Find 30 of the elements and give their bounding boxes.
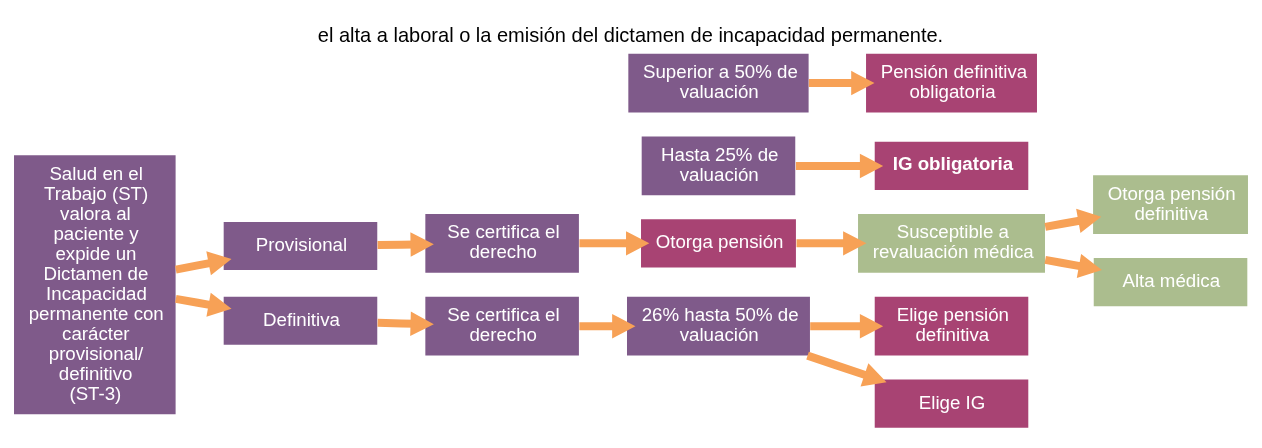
node-box: Otorga pensión definitiva [1093, 175, 1248, 234]
arrow [1044, 253, 1102, 278]
node-box: Susceptible a revaluación médica [858, 214, 1045, 273]
caption: el alta a laboral o la emisión del dictamen de incapacidad permanente. [317, 23, 944, 46]
arrow [579, 231, 650, 256]
node-box: Se certifica el derecho [425, 214, 579, 273]
node-box: Elige pensión definitiva [874, 296, 1029, 356]
node-box: IG obligatoria [874, 141, 1029, 190]
arrow [377, 232, 434, 257]
node-box: Alta médica [1093, 258, 1248, 307]
node-box: Elige IG [874, 379, 1029, 428]
arrow [796, 231, 867, 256]
arrow [810, 313, 884, 339]
arrow [1044, 208, 1102, 233]
node-box: Salud en el Trabajo (ST) valora al paciente y expide un Dictamen de Incapacidad permanente con carácter provisional/ definitivo (ST-3) [14, 155, 176, 415]
node-box: Superior a 50% de valuación [628, 53, 809, 113]
arrow [808, 70, 875, 96]
node-box: Se certifica el derecho [425, 296, 579, 356]
arrow [795, 153, 884, 179]
node-box: Pensión definitiva obligatoria [866, 53, 1037, 113]
arrow [175, 251, 232, 276]
node-box: Definitiva [223, 296, 378, 345]
arrow [175, 292, 232, 317]
arrow [377, 311, 434, 336]
node-box: Hasta 25% de valuación [641, 136, 796, 196]
node-box: Otorga pensión [641, 219, 796, 268]
node-box: 26% hasta 50% de valuación [627, 296, 810, 356]
node-box: Provisional [223, 222, 378, 271]
arrow [806, 351, 887, 387]
arrow [579, 313, 636, 339]
